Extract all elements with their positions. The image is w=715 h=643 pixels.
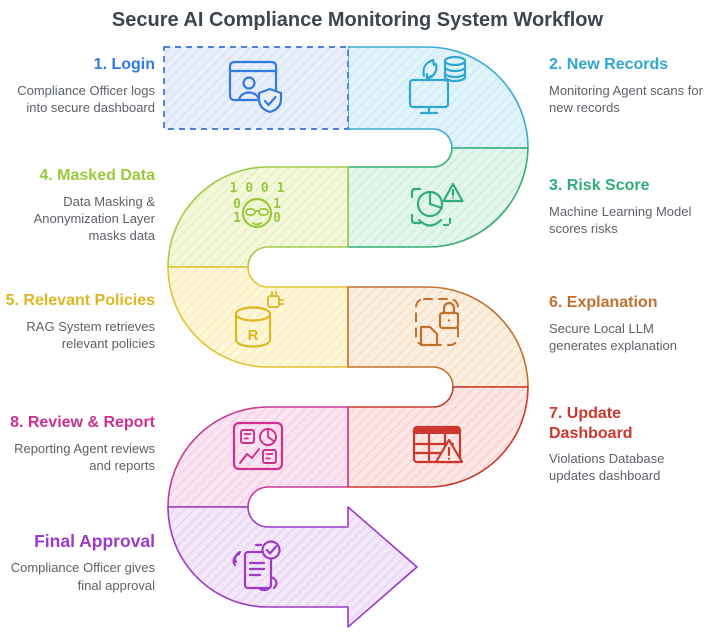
step-update-dashboard-title: 7. Update Dashboard <box>549 405 633 442</box>
step-new-records-label: 2. New Records Monitoring Agent scans fo… <box>549 55 707 116</box>
step-new-records-title: 2. New Records <box>549 56 669 73</box>
step-relevant-policies-title: 5. Relevant Policies <box>5 292 155 309</box>
step-new-records-description: Monitoring Agent scans for new records <box>549 82 703 115</box>
binary-row3-left-text: 1 <box>233 211 241 226</box>
step-update-dashboard-label: 7. Update Dashboard Violations Database … <box>549 404 677 484</box>
step-relevant-policies-label: 5. Relevant Policies RAG System retrieve… <box>3 291 155 352</box>
policies-letter-text: R <box>248 327 259 344</box>
step-final-approval-description: Compliance Officer gives final approval <box>10 560 155 593</box>
segment-masked-data <box>167 166 349 268</box>
segment-review-report <box>167 406 349 508</box>
step-risk-score-description: Machine Learning Model scores risks <box>549 203 692 236</box>
segment-login <box>163 46 349 130</box>
step-masked-data-title: 4. Masked Data <box>39 167 155 184</box>
step-final-approval-label: Final Approval Compliance Officer gives … <box>0 531 155 594</box>
step-update-dashboard-description: Violations Database updates dashboard <box>549 451 665 484</box>
segment-relevant-policies <box>167 266 349 368</box>
binary-row2-right-text: 1 <box>273 197 281 212</box>
relevant-policies-icon: R <box>234 291 284 348</box>
segment-update-dashboard <box>347 386 529 488</box>
step-masked-data-label: 4. Masked Data Data Masking & Anonymizat… <box>13 166 155 244</box>
masked-data-icon: 1 0 0 1 0 1 1 0 <box>230 181 285 229</box>
page-title: Secure AI Compliance Monitoring System W… <box>111 9 604 31</box>
step-risk-score-title: 3. Risk Score <box>549 177 650 194</box>
step-risk-score-label: 3. Risk Score Machine Learning Model sco… <box>549 176 707 237</box>
step-masked-data-description: Data Masking & Anonymization Layer masks… <box>33 193 155 243</box>
step-review-report-description: Reporting Agent reviews and reports <box>14 440 155 473</box>
binary-row3-right-text: 0 <box>273 211 281 226</box>
step-review-report-label: 8. Review & Report Reporting Agent revie… <box>0 413 155 474</box>
final-approval-icon <box>232 540 281 592</box>
review-report-icon <box>232 421 284 471</box>
explanation-icon <box>415 298 460 347</box>
binary-row1-text: 1 0 0 1 <box>230 181 285 196</box>
segment-risk-score <box>347 147 529 248</box>
step-relevant-policies-description: RAG System retrieves relevant policies <box>26 318 155 351</box>
step-final-approval-title: Final Approval <box>34 531 155 551</box>
step-explanation-description: Secure Local LLM generates explanation <box>549 320 677 353</box>
segment-new-records <box>347 46 529 149</box>
update-dashboard-icon <box>412 425 464 464</box>
step-login-label: 1. Login Compliance Officer logs into se… <box>5 55 155 116</box>
binary-row2-left-text: 0 <box>233 197 241 212</box>
risk-score-icon <box>410 182 464 227</box>
step-explanation-label: 6. Explanation Secure Local LLM generate… <box>549 293 701 354</box>
step-review-report-title: 8. Review & Report <box>10 414 155 431</box>
step-explanation-title: 6. Explanation <box>549 294 658 311</box>
segment-final-approval-arrow <box>167 506 418 628</box>
step-login-description: Compliance Officer logs into secure dash… <box>17 82 155 115</box>
login-icon <box>228 60 283 114</box>
step-login-title: 1. Login <box>93 56 155 73</box>
new-records-icon <box>408 55 467 115</box>
